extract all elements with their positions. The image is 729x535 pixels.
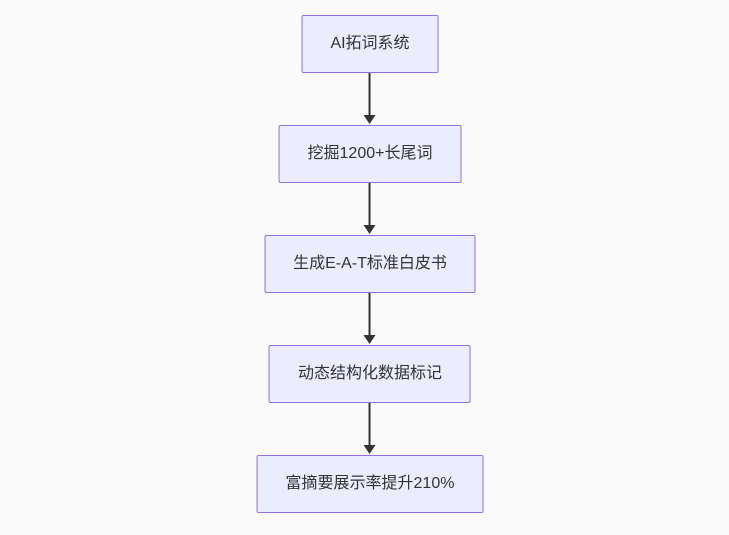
- flow-node-label: AI拓词系统: [330, 35, 410, 52]
- arrow-head-icon: [364, 445, 376, 454]
- arrow-head-icon: [364, 225, 376, 234]
- flow-node-rich-snippet-result: 富摘要展示率提升210%: [256, 455, 484, 513]
- arrow-down: [364, 403, 376, 455]
- flow-node-ai-system: AI拓词系统: [301, 15, 439, 73]
- flow-node-label: 动态结构化数据标记: [297, 365, 442, 382]
- arrow-line: [369, 73, 371, 116]
- flow-node-label: 挖掘1200+长尾词: [307, 145, 433, 162]
- arrow-down: [364, 293, 376, 345]
- arrow-down: [364, 73, 376, 125]
- flow-node-label: 生成E-A-T标准白皮书: [293, 255, 447, 272]
- arrow-line: [369, 293, 371, 336]
- flow-node-structured-data: 动态结构化数据标记: [268, 345, 471, 403]
- flow-node-eat-whitepaper: 生成E-A-T标准白皮书: [264, 235, 476, 293]
- flowchart: AI拓词系统 挖掘1200+长尾词 生成E-A-T标准白皮书 动态结构化数据标记…: [256, 15, 484, 513]
- flow-node-longtail-mining: 挖掘1200+长尾词: [278, 125, 462, 183]
- arrow-down: [364, 183, 376, 235]
- arrow-line: [369, 403, 371, 446]
- arrow-head-icon: [364, 335, 376, 344]
- arrow-line: [369, 183, 371, 226]
- arrow-head-icon: [364, 115, 376, 124]
- flow-node-label: 富摘要展示率提升210%: [285, 475, 455, 492]
